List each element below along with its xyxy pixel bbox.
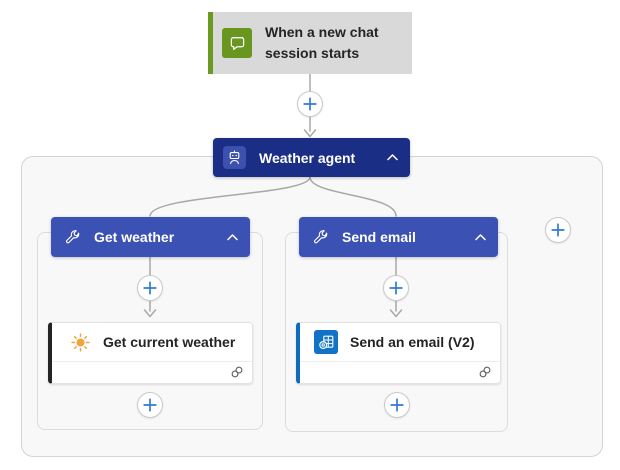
action-card-send-an-email-v2[interactable]: Send an email (V2) <box>296 322 501 384</box>
chevron-up-icon <box>386 154 398 161</box>
plus-icon <box>389 281 403 295</box>
insert-step-button-send-email[interactable] <box>383 275 409 301</box>
tool-title: Send email <box>342 229 416 245</box>
tool-header-send-email[interactable]: Send email <box>299 217 498 257</box>
tool-collapse-button-send-email[interactable] <box>467 224 493 250</box>
plus-icon <box>551 223 565 237</box>
trigger-node[interactable]: When a new chat session starts <box>208 12 412 74</box>
action-title: Send an email (V2) <box>350 334 475 350</box>
tool-title: Get weather <box>94 229 175 245</box>
plus-icon <box>390 398 404 412</box>
connection-icon[interactable] <box>478 365 492 379</box>
trigger-title: When a new chat session starts <box>265 24 379 61</box>
action-card-title-row: Send an email (V2) <box>300 323 500 362</box>
insert-step-button-get-weather[interactable] <box>137 275 163 301</box>
action-card-footer <box>300 362 500 382</box>
agent-collapse-button[interactable] <box>379 145 405 171</box>
tool-header-get-weather[interactable]: Get weather <box>51 217 250 257</box>
chevron-up-icon <box>474 233 486 240</box>
tool-collapse-button-get-weather[interactable] <box>219 224 245 250</box>
agent-node[interactable]: Weather agent <box>213 138 410 177</box>
action-card-get-current-weather[interactable]: Get current weather <box>48 322 253 384</box>
agent-title: Weather agent <box>259 149 356 166</box>
chat-bubble-icon <box>222 28 252 58</box>
connection-icon[interactable] <box>230 365 244 379</box>
arrowhead-agent <box>303 129 317 138</box>
plus-icon <box>143 281 157 295</box>
insert-step-button-after-trigger[interactable] <box>297 91 323 117</box>
wrench-icon <box>64 229 80 245</box>
plus-icon <box>303 97 317 111</box>
add-action-button-get-weather[interactable] <box>137 392 163 418</box>
bot-icon <box>223 146 246 169</box>
action-card-footer <box>52 362 252 382</box>
sun-icon <box>70 332 91 353</box>
chevron-up-icon <box>226 233 238 240</box>
add-tool-button[interactable] <box>545 217 571 243</box>
outlook-icon <box>314 330 338 354</box>
add-action-button-send-email[interactable] <box>384 392 410 418</box>
wrench-icon <box>312 229 328 245</box>
action-card-title-row: Get current weather <box>52 323 252 362</box>
action-title: Get current weather <box>103 334 236 350</box>
plus-icon <box>143 398 157 412</box>
